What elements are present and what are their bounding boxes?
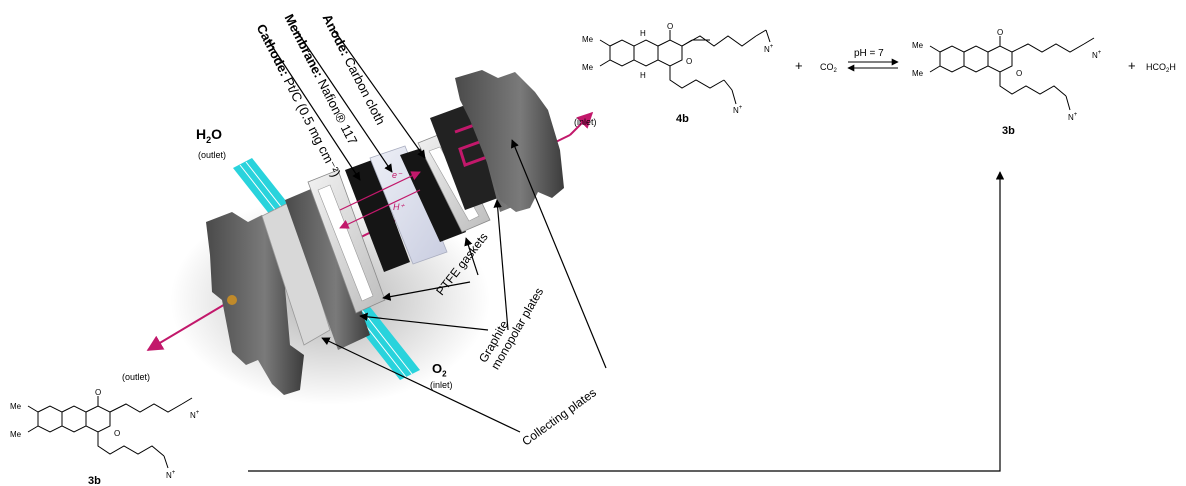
3b-bottom-o-top: O: [95, 388, 101, 397]
4b-h-top: H: [640, 29, 646, 38]
membrane-layer: [369, 145, 448, 265]
collecting-leader-2: [510, 139, 607, 369]
4b-o-top: O: [667, 22, 673, 31]
electron-arrow: [339, 171, 421, 211]
3b-bottom-n-top: N+: [190, 410, 200, 420]
ph-label: pH = 7: [854, 48, 884, 59]
3b-bottom-n-bottom: N+: [166, 470, 176, 480]
plus-2: +: [1128, 58, 1136, 73]
4b-me-top: Me: [582, 35, 594, 44]
collecting-leader-1: [321, 337, 521, 433]
flow-axis-outlet: [146, 299, 233, 351]
4b-n-top: N+: [764, 44, 774, 54]
left-monopolar-plate: [285, 186, 370, 350]
3b-o-top: O: [997, 28, 1003, 37]
left-gasket-inner: [317, 184, 374, 302]
graphite-leader-2: [493, 199, 509, 331]
molecule-4b: [599, 29, 771, 105]
3b-bottom-o-side: O: [114, 429, 120, 438]
electron-label: e⁻: [392, 170, 403, 180]
4b-n-bottom: N+: [733, 105, 743, 115]
hco2h-label: HCO2H: [1146, 62, 1176, 74]
flow-axis-inlet: [569, 111, 594, 136]
h2o-label: H2O: [196, 126, 223, 145]
graphite-leader-1: [359, 312, 489, 331]
3b-me-top: Me: [912, 41, 924, 50]
cathode-layer: [345, 160, 410, 272]
recycle-arrow: [248, 171, 1005, 472]
cathode-leader: [267, 39, 361, 181]
left-outlet-note: (outlet): [122, 372, 151, 382]
anode-layer: [400, 146, 466, 242]
4b-h-bottom: H: [640, 71, 646, 80]
3b-bottom-me-bottom: Me: [10, 430, 22, 439]
3b-n-top: N+: [1092, 50, 1102, 60]
o2-inlet-note: (inlet): [430, 380, 453, 390]
proton-arrow: [339, 189, 421, 229]
3b-bottom-me-top: Me: [10, 402, 22, 411]
right-end-plate: [455, 70, 564, 212]
3b-label-top: 3b: [1002, 125, 1015, 137]
ptfe-leader-2: [464, 237, 479, 276]
right-inlet-note: (inlet): [574, 117, 597, 127]
ptfe-leader-1: [382, 281, 471, 301]
molecule-3b-top: [929, 36, 1095, 111]
co2-label: CO2: [820, 62, 838, 74]
o2-label: O2: [432, 361, 447, 379]
4b-label: 4b: [676, 113, 689, 125]
4b-me-bottom: Me: [582, 63, 594, 72]
anode-leader: [333, 29, 426, 159]
3b-label-bottom: 3b: [88, 475, 101, 486]
membrane-leader: [295, 29, 393, 173]
3b-n-bottom: N+: [1068, 112, 1078, 122]
plus-1: +: [795, 58, 803, 73]
left-graphite-plate: [261, 201, 331, 346]
molecule-3b-bottom: [27, 396, 193, 469]
proton-label: H⁺: [393, 202, 405, 212]
3b-me-bottom: Me: [912, 69, 924, 78]
3b-o-side: O: [1016, 69, 1022, 78]
4b-o-side: O: [686, 57, 692, 66]
h2o-outlet-note: (outlet): [198, 150, 227, 160]
